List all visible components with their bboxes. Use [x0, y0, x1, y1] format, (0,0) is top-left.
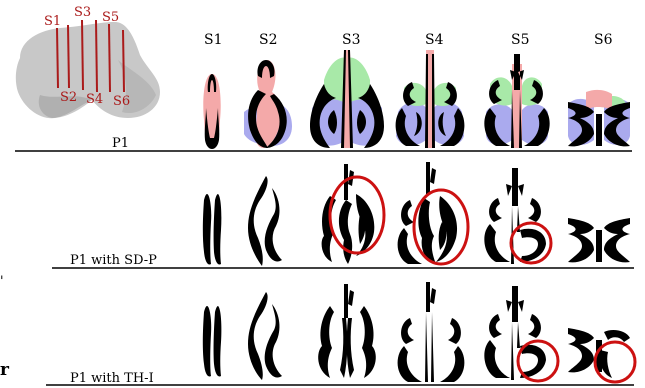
- sdp-s2-section: [248, 176, 282, 266]
- slice-line-s3: [82, 20, 83, 90]
- p1-s4-section: [396, 50, 465, 148]
- p1-s1-section: [203, 74, 220, 149]
- slice-line-s6: [123, 30, 124, 92]
- column-header-s3: S3: [342, 32, 361, 48]
- thi-s2-section: [248, 292, 282, 380]
- p1-s5-section: [484, 54, 549, 148]
- column-header-s5: S5: [511, 32, 530, 48]
- thi-s3-section: [318, 284, 376, 378]
- inset-label-s1: S1: [44, 14, 61, 29]
- row-p1-label: P1: [112, 136, 129, 151]
- column-header-s1: S1: [204, 32, 223, 48]
- row-p1-thi: P1 with TH-I: [46, 282, 635, 386]
- thi-s6-section: [568, 328, 630, 378]
- thi-s1-section: [203, 306, 222, 377]
- slice-line-s5: [109, 24, 110, 92]
- row-p1-sdp: P1 with SD-P: [52, 162, 634, 268]
- thi-s5-section: [484, 286, 546, 380]
- stray-dot: ': [0, 274, 4, 289]
- p1-s6-section: [568, 90, 630, 147]
- row-thi-label: P1 with TH-I: [70, 371, 154, 386]
- sdp-s5-section: [484, 168, 546, 264]
- inset-label-s5: S5: [102, 10, 119, 25]
- inset-label-s3: S3: [74, 5, 91, 20]
- highlight-circle-s3: [330, 177, 384, 253]
- slice-line-s2: [68, 25, 69, 88]
- stray-letter-r: r: [0, 360, 10, 380]
- column-header-s2: S2: [259, 32, 278, 48]
- p1-s3-section: [310, 50, 384, 148]
- inset-label-s6: S6: [113, 94, 130, 109]
- slice-line-s4: [96, 20, 97, 92]
- head-inset: S1 S3 S5 S2 S4 S6: [16, 5, 160, 118]
- thi-s4-section: [398, 282, 465, 382]
- sdp-s4-section: [398, 162, 457, 264]
- p1-s2-section: [244, 60, 292, 148]
- sdp-s1-section: [203, 194, 222, 265]
- column-header-s4: S4: [425, 32, 444, 48]
- slice-line-s1: [57, 28, 58, 88]
- sdp-s6-section: [568, 218, 630, 262]
- inset-label-s2: S2: [60, 90, 77, 105]
- row-sdp-label: P1 with SD-P: [70, 253, 157, 268]
- inset-label-s4: S4: [86, 92, 103, 107]
- column-header-s6: S6: [594, 32, 613, 48]
